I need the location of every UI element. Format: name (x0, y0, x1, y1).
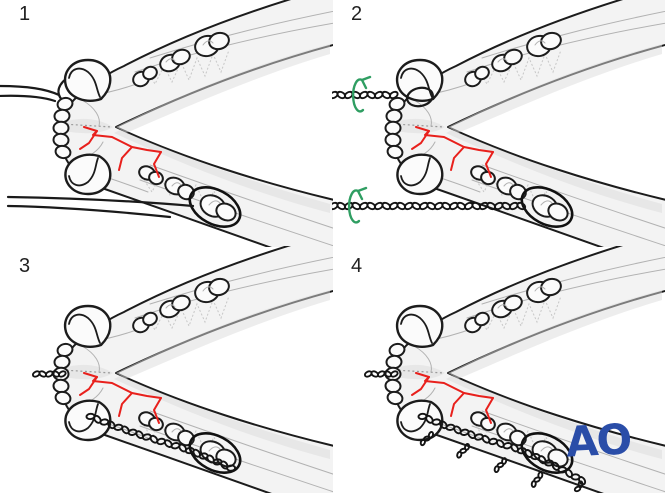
panel-number: 2 (351, 3, 363, 25)
panel-number: 4 (351, 255, 363, 277)
panel-number: 1 (19, 3, 31, 25)
panel-step-3: 3 (0, 246, 333, 493)
wire-twist-knots (419, 431, 584, 493)
canine-wire-wrap (406, 86, 434, 108)
panel-number: 3 (19, 255, 31, 277)
ao-logo: AO (564, 414, 632, 467)
cerclage-wire-lower (6, 195, 195, 219)
panel-step-2: 2 (332, 0, 665, 247)
rotation-arrow-icon (347, 186, 368, 224)
panel-step-4: 4 AO (332, 246, 665, 493)
panel-step-1: 1 (0, 0, 333, 247)
rotation-arrow-icon (351, 75, 372, 113)
